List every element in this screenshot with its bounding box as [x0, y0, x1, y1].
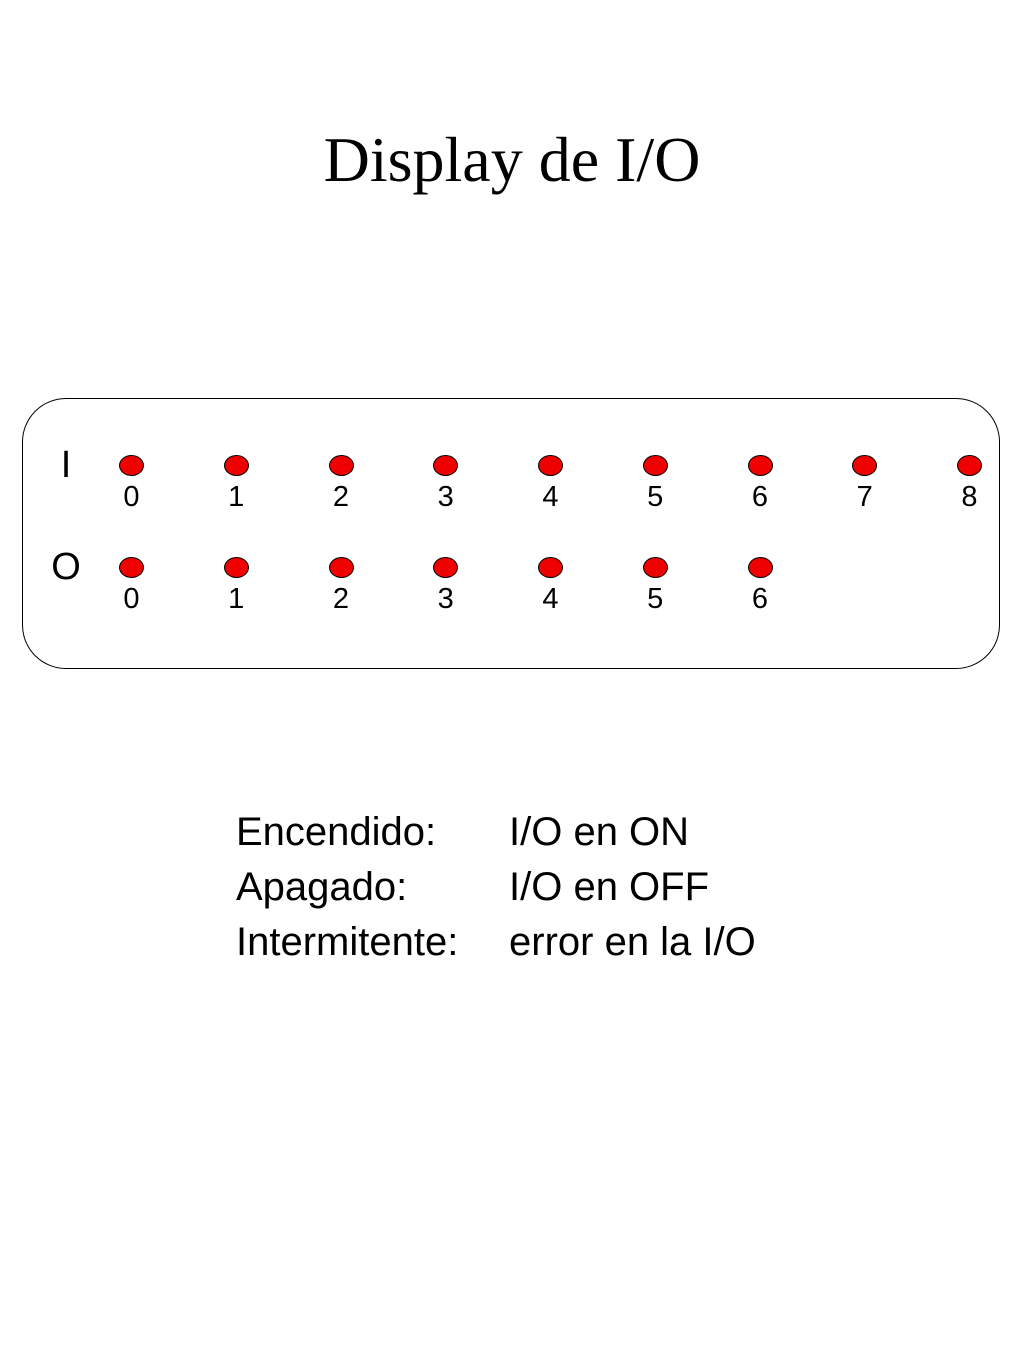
legend-term: Encendido:	[236, 810, 437, 854]
channel-number: 2	[332, 481, 350, 513]
channel-number: 2	[332, 583, 350, 615]
led-indicator	[538, 557, 563, 578]
channel-number: 1	[228, 481, 245, 513]
led-indicator	[538, 455, 563, 476]
led-indicator	[119, 455, 144, 476]
channel-number: 5	[647, 481, 664, 513]
led-indicator	[433, 455, 459, 476]
legend: Encendido: I/O en ON Apagado: I/O en OFF…	[236, 805, 756, 970]
legend-meaning: I/O en ON	[509, 810, 690, 854]
legend-meaning: I/O en OFF	[509, 865, 710, 909]
led-indicator	[957, 455, 982, 476]
legend-row-apagado: Apagado: I/O en OFF	[236, 860, 756, 915]
page-title: Display de I/O	[323, 124, 701, 195]
channel-number: 4	[542, 583, 559, 615]
channel-number: 1	[228, 583, 245, 615]
legend-term: Apagado:	[236, 865, 408, 909]
channel-number: 0	[123, 583, 140, 615]
legend-row-encendido: Encendido: I/O en ON	[236, 805, 756, 860]
channel-number: 6	[751, 481, 769, 513]
channel-number: 7	[856, 481, 873, 513]
channel-number: 3	[437, 481, 454, 513]
legend-term: Intermitente:	[236, 920, 459, 964]
channel-number: 0	[123, 481, 140, 513]
channel-number: 4	[542, 481, 559, 513]
led-indicator	[433, 557, 459, 578]
led-indicator	[642, 455, 668, 476]
legend-meaning: error en la I/O	[509, 920, 756, 964]
row-label-o: O	[51, 546, 81, 588]
led-indicator	[119, 557, 144, 578]
led-indicator	[328, 455, 354, 476]
led-indicator	[642, 557, 668, 578]
legend-row-intermitente: Intermitente: error en la I/O	[236, 915, 756, 970]
led-indicator	[223, 455, 249, 476]
led-indicator	[328, 557, 354, 578]
led-indicator	[747, 557, 773, 578]
channel-number: 8	[961, 481, 978, 513]
led-indicator	[747, 455, 773, 476]
channel-number: 5	[647, 583, 664, 615]
channel-number: 3	[437, 583, 454, 615]
led-indicator	[223, 557, 249, 578]
led-indicator	[852, 455, 878, 476]
row-label-i: I	[60, 444, 72, 486]
channel-number: 6	[751, 583, 769, 615]
